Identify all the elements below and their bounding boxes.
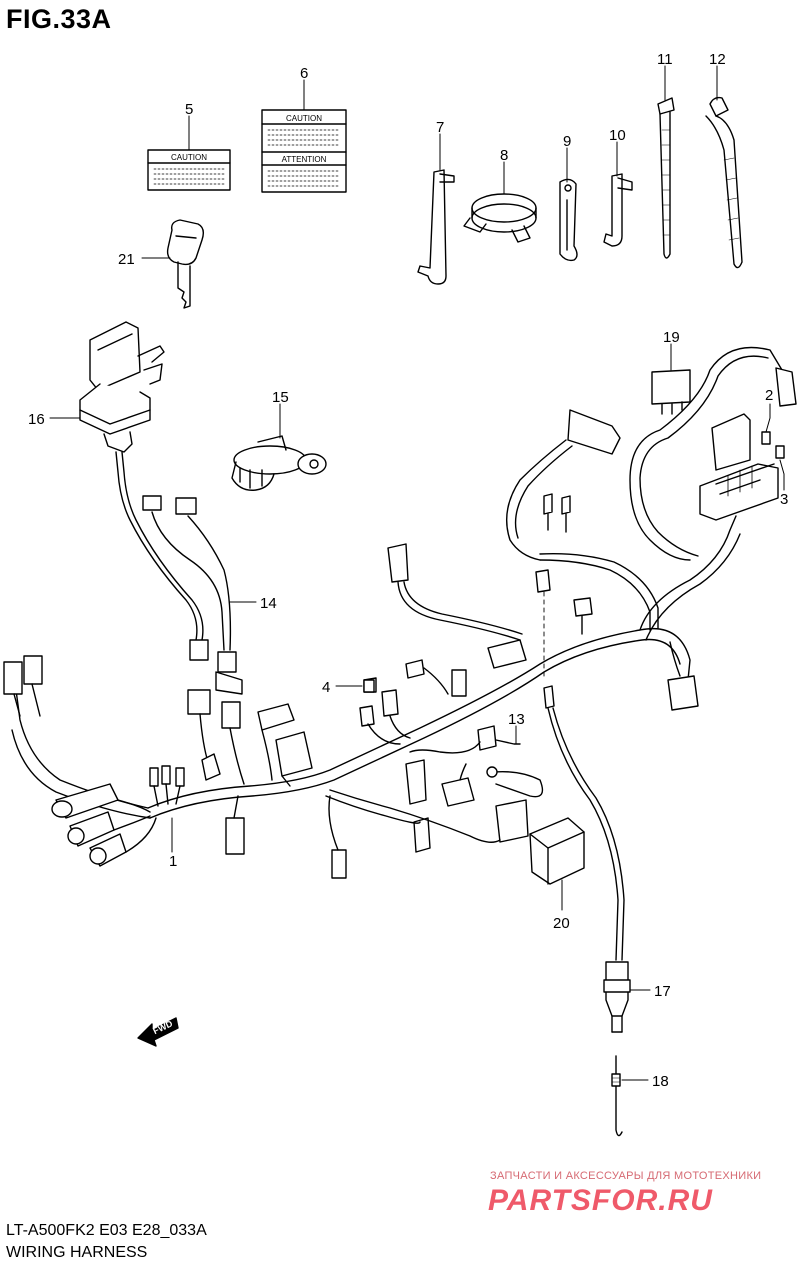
- callout-13: 13: [508, 711, 525, 728]
- part-20-relay-module: [529, 817, 585, 885]
- part-5-caution-label: CAUTION: [147, 149, 231, 191]
- leader-lines: [49, 65, 785, 1081]
- callout-8: 8: [500, 147, 508, 164]
- callout-19: 19: [663, 329, 680, 346]
- callout-18: 18: [652, 1073, 669, 1090]
- part-3-fuse: [775, 445, 785, 459]
- callout-17: 17: [654, 983, 671, 1000]
- part-17-sensor: [543, 685, 631, 1033]
- callout-12: 12: [709, 51, 726, 68]
- part-15-switch: [231, 435, 327, 491]
- callout-3: 3: [780, 491, 788, 508]
- callout-21: 21: [118, 251, 135, 268]
- callout-16: 16: [28, 411, 45, 428]
- part-1-main-harness: [3, 346, 797, 879]
- callout-numbers: 1 2 3 4 5 6 7 8 9 10 11 12 13 14 15 16 1…: [28, 51, 788, 1090]
- callout-7: 7: [436, 119, 444, 136]
- caution-label-text-5: CAUTION: [171, 153, 207, 162]
- callout-20: 20: [553, 915, 570, 932]
- part-7-clamp: [417, 169, 455, 285]
- callout-9: 9: [563, 133, 571, 150]
- part-18-pin: [611, 1055, 623, 1137]
- part-9-clamp: [559, 178, 578, 262]
- callout-5: 5: [185, 101, 193, 118]
- callout-14: 14: [260, 595, 277, 612]
- part-10-clamp: [603, 173, 633, 247]
- callout-6: 6: [300, 65, 308, 82]
- part-6-caution-attention-label: CAUTION ATTENTION: [261, 109, 347, 193]
- fwd-direction-arrow: FWD: [137, 1017, 179, 1047]
- part-8-band-clamp: [463, 193, 537, 243]
- part-19-relay: [651, 369, 691, 415]
- part-14-sub-harness: [142, 495, 243, 695]
- watermark-logo: PARTSFOR.RU: [488, 1184, 713, 1217]
- callout-15: 15: [272, 389, 289, 406]
- attention-label-text-6: ATTENTION: [282, 155, 327, 164]
- callout-10: 10: [609, 127, 626, 144]
- part-16-ignition-switch: [79, 321, 204, 641]
- callout-11: 11: [657, 51, 673, 68]
- part-2-fuse: [761, 431, 771, 445]
- callout-4: 4: [322, 679, 330, 696]
- caution-label-text-6: CAUTION: [286, 114, 322, 123]
- callout-2: 2: [765, 387, 773, 404]
- fuse-box: [699, 413, 779, 521]
- part-21-key: [166, 219, 205, 309]
- part-11-cable-tie: [657, 97, 675, 259]
- callout-1: 1: [169, 853, 177, 870]
- figure-title: FIG.33A: [6, 4, 112, 34]
- model-code: LT-A500FK2 E03 E28_033A: [6, 1222, 207, 1239]
- section-name: WIRING HARNESS: [6, 1244, 148, 1261]
- part-12-cable-tie-mount: [705, 96, 743, 269]
- watermark-tagline: ЗАПЧАСТИ И АКСЕССУАРЫ ДЛЯ МОТОТЕХНИКИ: [490, 1170, 762, 1182]
